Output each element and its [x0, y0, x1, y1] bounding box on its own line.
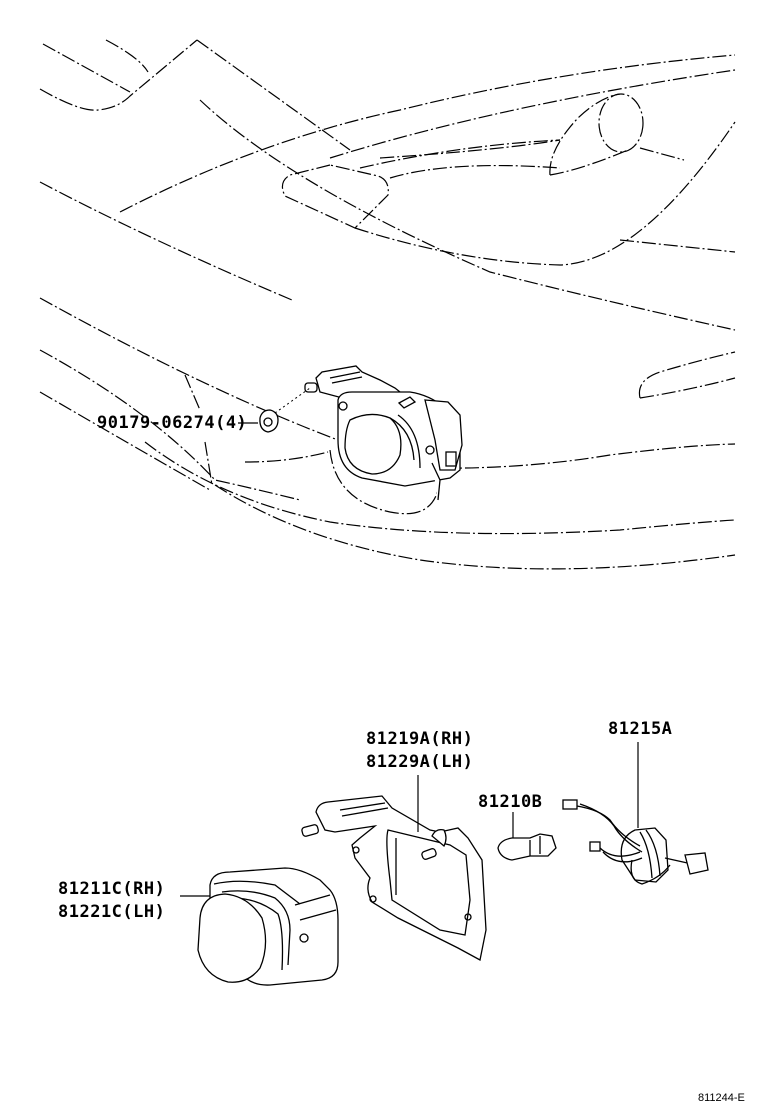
fog-bulb: [497, 812, 557, 861]
callout-lamp-lh: 81221C(LH): [58, 902, 166, 922]
bolt-fastener: [238, 387, 311, 433]
callout-socket-81215a: 81215A: [608, 719, 673, 739]
callout-bracket-rh: 81219A(RH): [366, 729, 474, 749]
callout-lamp-rh: 81211C(RH): [58, 879, 166, 899]
installed-fog-lamp: [304, 365, 463, 501]
callout-bulb-81210b: 81210B: [478, 792, 543, 812]
fog-lamp-unit: [180, 867, 339, 986]
figure-id: 811244-E: [698, 1092, 745, 1104]
callout-bracket-lh: 81229A(LH): [366, 752, 474, 772]
bulb-socket-harness: [562, 742, 709, 885]
lamp-bracket: [301, 775, 487, 961]
car-body-outline: [39, 39, 736, 570]
callout-bolt-90179-06274: 90179-06274(4): [97, 413, 248, 433]
